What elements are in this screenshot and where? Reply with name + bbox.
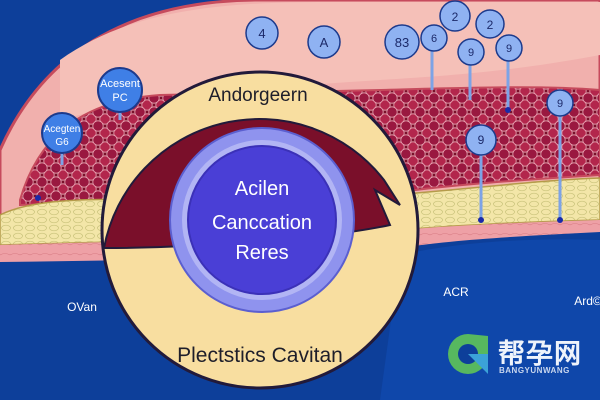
bubble-6: 6 — [420, 24, 448, 52]
top-bubbles: 4 83 A 2 2 6 9 9 9 9 — [245, 0, 574, 156]
left-bubble-lower: Acegten G6 — [41, 112, 83, 154]
svg-text:PC: PC — [112, 92, 127, 104]
watermark-name: 帮孕网 — [498, 339, 582, 370]
watermark-url: BANGYUNWANG — [499, 366, 570, 375]
svg-text:83: 83 — [395, 35, 409, 50]
bubble-5: 2 — [475, 9, 505, 39]
watermark-logo-icon — [448, 334, 488, 374]
ring-bottom-label: Plectstics Cavitan — [177, 344, 343, 367]
svg-text:9: 9 — [506, 43, 512, 55]
center-line-3: Reres — [235, 242, 288, 264]
bubble-1: 4 — [245, 16, 279, 50]
center-line-1: Acilen — [235, 178, 289, 200]
svg-text:2: 2 — [452, 10, 459, 24]
watermark: 帮孕网 BANGYUNWANG — [444, 330, 594, 378]
bubble-9: 9 — [465, 124, 497, 156]
svg-text:G6: G6 — [55, 137, 69, 148]
bubble-2: 83 — [384, 24, 420, 60]
svg-text:9: 9 — [557, 98, 563, 110]
svg-text:A: A — [320, 35, 329, 50]
label-middle: ACR — [443, 285, 469, 299]
label-left: OVan — [67, 300, 97, 314]
bubble-7: 9 — [457, 38, 485, 66]
ring-top-label: Andorgeern — [208, 85, 307, 106]
left-bubble-upper: Acesent PC — [97, 67, 143, 113]
bubble-4: 2 — [439, 0, 471, 32]
central-ring — [100, 70, 420, 390]
lower-basin — [380, 239, 600, 400]
label-right: Ard© — [574, 294, 600, 308]
svg-text:9: 9 — [478, 133, 485, 147]
bubble-10: 9 — [546, 89, 574, 117]
svg-text:Acegten: Acegten — [44, 124, 81, 135]
svg-text:2: 2 — [487, 18, 494, 32]
svg-text:Acesent: Acesent — [100, 78, 140, 90]
svg-text:6: 6 — [431, 33, 437, 45]
center-line-2: Canccation — [212, 212, 312, 234]
svg-text:4: 4 — [258, 26, 265, 41]
bubble-3: A — [307, 25, 341, 59]
svg-text:9: 9 — [468, 47, 474, 59]
bubble-8: 9 — [495, 34, 523, 62]
